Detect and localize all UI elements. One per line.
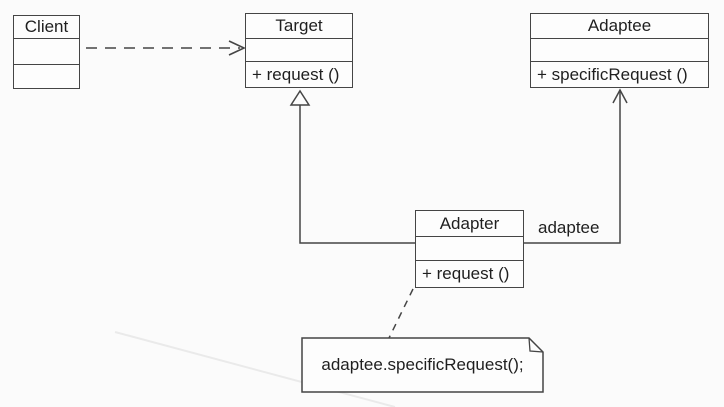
class-box-adapter: Adapter + request ()	[415, 210, 524, 288]
note-anchor-line	[388, 288, 414, 339]
generalization-hollow-triangle-icon	[289, 89, 311, 106]
class-name-client: Client	[14, 16, 79, 39]
scan-artifact-line	[114, 331, 396, 407]
note-text: adaptee.specificRequest();	[321, 355, 524, 374]
attributes-compartment-adapter	[416, 237, 523, 261]
dependency-open-arrowhead-icon	[228, 40, 246, 56]
attributes-compartment-adaptee	[531, 39, 708, 62]
class-box-target: Target + request ()	[245, 13, 353, 88]
note-fold-corner-icon	[528, 337, 544, 353]
class-box-adaptee: Adaptee + specificRequest ()	[530, 13, 709, 88]
methods-compartment-client	[14, 65, 79, 88]
methods-compartment-target: + request ()	[252, 64, 340, 84]
generalization-line-adapter-target	[299, 105, 415, 244]
association-open-arrowhead-icon	[612, 88, 628, 104]
class-name-adaptee: Adaptee	[531, 14, 708, 39]
note-shape	[301, 337, 544, 393]
class-name-adapter: Adapter	[416, 211, 523, 237]
methods-compartment-adapter: + request ()	[422, 264, 510, 283]
methods-compartment-adaptee: + specificRequest ()	[537, 64, 688, 84]
association-line-adapter-adaptee	[523, 90, 621, 244]
class-name-target: Target	[246, 14, 352, 39]
class-box-client: Client	[13, 15, 80, 89]
association-label-adaptee: adaptee	[538, 218, 600, 237]
attributes-compartment-client	[14, 39, 79, 65]
attributes-compartment-target	[246, 39, 352, 62]
